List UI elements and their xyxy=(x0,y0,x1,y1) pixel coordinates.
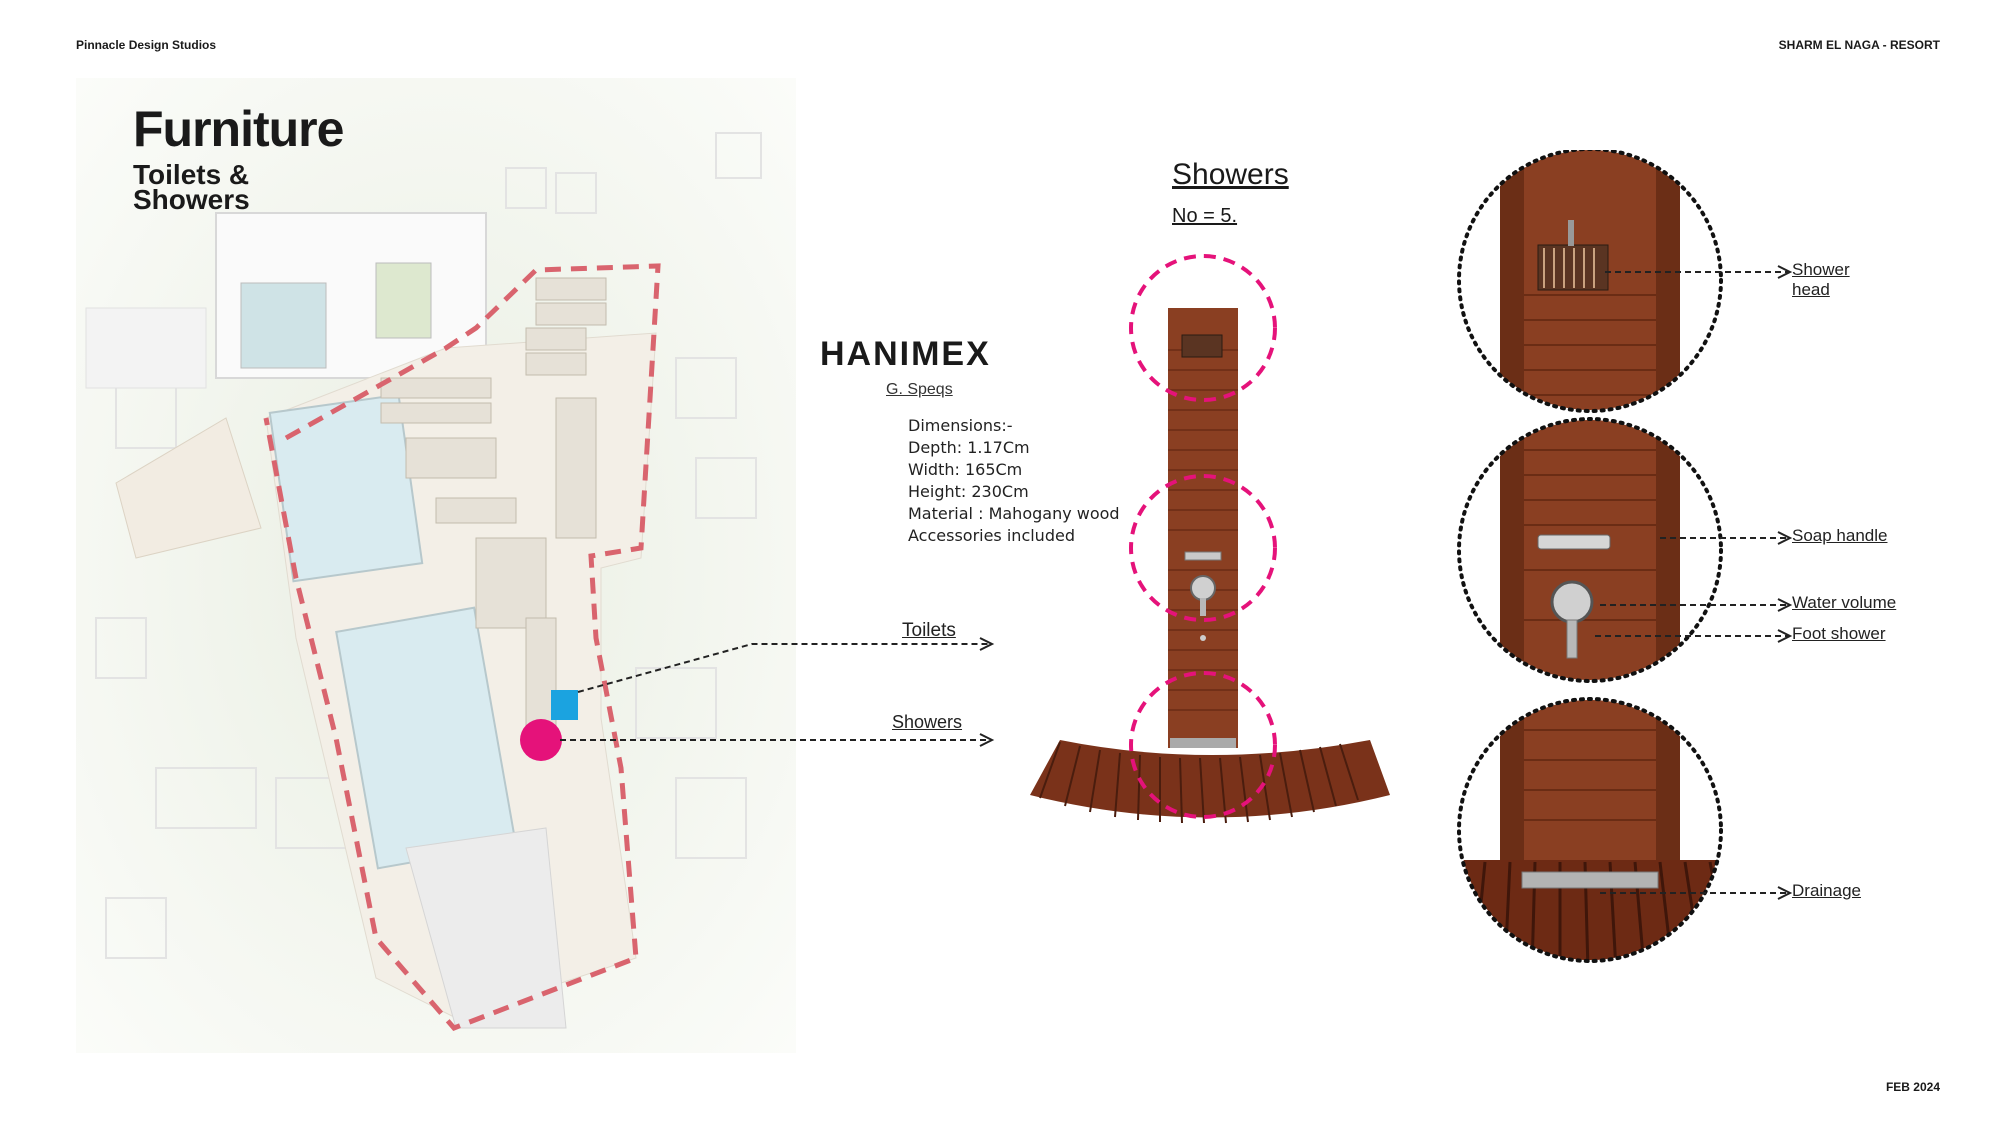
toilets-label: Toilets xyxy=(902,620,956,641)
spec-line: Width: 165Cm xyxy=(908,460,1023,479)
foot-shower-label: Foot shower xyxy=(1792,624,1886,643)
spec-list: Dimensions:- Depth: 1.17Cm Width: 165Cm … xyxy=(908,415,1120,547)
project-name: SHARM EL NAGA - RESORT xyxy=(1778,38,1940,52)
showers-label: Showers xyxy=(892,712,963,732)
specs-link[interactable]: G. Speqs xyxy=(886,381,953,398)
brand-logo: HANIMEX xyxy=(820,335,991,373)
toilets-marker xyxy=(551,690,578,720)
spec-line: Dimensions:- xyxy=(908,416,1013,435)
detail-views xyxy=(1457,150,1723,963)
soap-handle-label: Soap handle xyxy=(1792,526,1888,545)
company-name: Pinnacle Design Studios xyxy=(76,38,217,52)
date-label: FEB 2024 xyxy=(1885,1080,1940,1094)
product-heading: Showers xyxy=(1172,158,1289,191)
spec-line: Depth: 1.17Cm xyxy=(908,438,1030,457)
page-subtitle: Toilets & Showers xyxy=(133,159,250,215)
spec-line: Accessories included xyxy=(908,526,1075,545)
product-count: No = 5. xyxy=(1172,205,1238,227)
water-volume-label: Water volume xyxy=(1792,593,1897,612)
page-title: Furniture xyxy=(133,101,344,157)
showers-marker xyxy=(520,719,562,761)
spec-line: Material : Mahogany wood xyxy=(908,504,1120,523)
site-plan xyxy=(76,78,796,1053)
shower-product-image xyxy=(1030,254,1390,824)
drainage-label: Drainage xyxy=(1792,881,1861,900)
spec-line: Height: 230Cm xyxy=(908,482,1029,501)
shower-head-label: Shower head xyxy=(1792,260,1850,299)
